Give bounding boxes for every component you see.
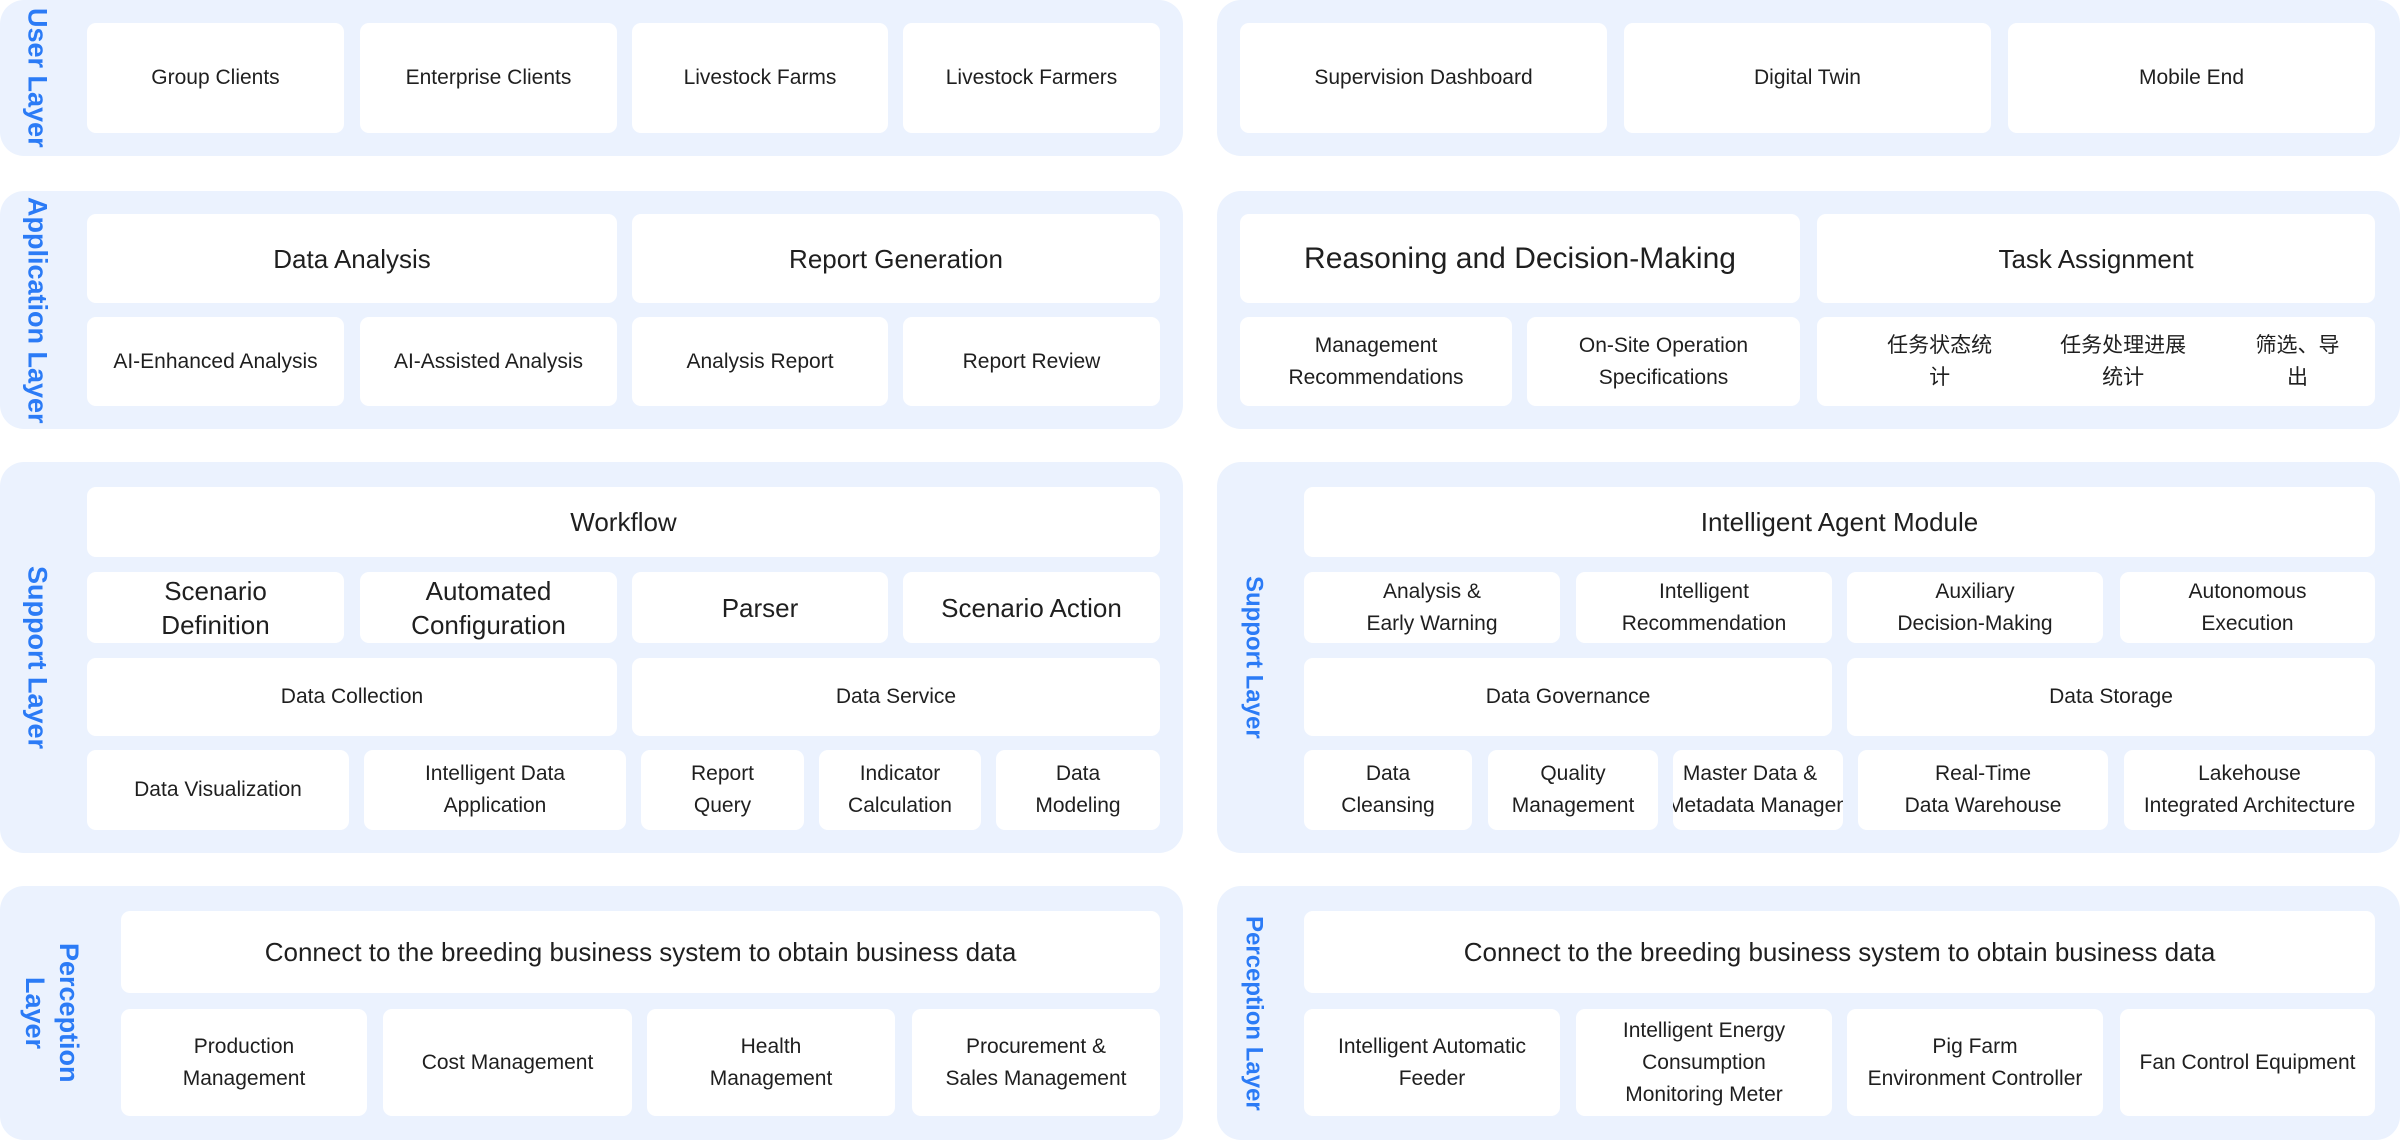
card-autonomous-execution[interactable]: Autonomous Execution (2120, 572, 2375, 643)
card-intelligent-data-application[interactable]: Intelligent Data Application (364, 750, 626, 830)
card-intelligent-automatic-feeder[interactable]: Intelligent Automatic Feeder (1304, 1009, 1560, 1116)
card-digital-twin[interactable]: Digital Twin (1624, 23, 1991, 133)
card-auxiliary-decision-making[interactable]: Auxiliary Decision-Making (1847, 572, 2103, 643)
card-scenario-definition[interactable]: Scenario Definition (87, 572, 344, 643)
card-report-review[interactable]: Report Review (903, 317, 1160, 406)
card-analysis-early-warning[interactable]: Analysis & Early Warning (1304, 572, 1560, 643)
card-supervision-dashboard[interactable]: Supervision Dashboard (1240, 23, 1607, 133)
layer-label-text: Application Layer (22, 196, 53, 424)
card-data-analysis[interactable]: Data Analysis (87, 214, 617, 303)
card-enterprise-clients[interactable]: Enterprise Clients (360, 23, 617, 133)
card-parser[interactable]: Parser (632, 572, 888, 643)
card-mobile-end[interactable]: Mobile End (2008, 23, 2375, 133)
card-livestock-farms[interactable]: Livestock Farms (632, 23, 888, 133)
card-management-recommendations[interactable]: Management Recommendations (1240, 317, 1512, 406)
card-production-management[interactable]: Production Management (121, 1009, 367, 1116)
card-lakehouse-architecture[interactable]: Lakehouse Integrated Architecture (2124, 750, 2375, 830)
layer-label-text: Perception Layer (1240, 915, 1268, 1111)
card-data-storage[interactable]: Data Storage (1847, 658, 2375, 736)
card-quality-management[interactable]: Quality Management (1488, 750, 1658, 830)
card-cost-management[interactable]: Cost Management (383, 1009, 632, 1116)
card-master-metadata-management[interactable]: Master Data & Metadata Management (1673, 750, 1843, 830)
layer-label-text: User Layer (22, 8, 53, 148)
left-support-layer-label: Support Layer (0, 462, 75, 853)
card-connect-breeding-system-right[interactable]: Connect to the breeding business system … (1304, 911, 2375, 993)
card-energy-consumption-meter[interactable]: Intelligent Energy Consumption Monitorin… (1576, 1009, 1832, 1116)
task-status-statistics[interactable]: 任务状态统计 (1887, 333, 1993, 389)
card-report-query[interactable]: Report Query (641, 750, 804, 830)
layer-label-text: Support Layer (22, 565, 53, 750)
card-intelligent-recommendation[interactable]: Intelligent Recommendation (1576, 572, 1832, 643)
card-indicator-calculation[interactable]: Indicator Calculation (819, 750, 981, 830)
card-automated-configuration[interactable]: Automated Configuration (360, 572, 617, 643)
card-text: Master Data & Metadata Management (1673, 762, 1843, 817)
card-on-site-operation-specifications[interactable]: On-Site Operation Specifications (1527, 317, 1800, 406)
card-data-modeling[interactable]: Data Modeling (996, 750, 1160, 830)
card-fan-control-equipment[interactable]: Fan Control Equipment (2120, 1009, 2375, 1116)
left-user-layer-label: User Layer (0, 0, 75, 156)
filter-export[interactable]: 筛选、导出 (2255, 333, 2340, 389)
left-application-layer-label: Application Layer (0, 191, 75, 429)
layer-label-text: Perception Layer (20, 943, 84, 1083)
card-connect-breeding-system[interactable]: Connect to the breeding business system … (121, 911, 1160, 993)
card-task-statistics[interactable]: 任务状态统计 任务处理进展统计 筛选、导出 (1817, 317, 2375, 406)
card-procurement-sales-management[interactable]: Procurement & Sales Management (912, 1009, 1160, 1116)
card-data-cleansing[interactable]: Data Cleansing (1304, 750, 1472, 830)
card-livestock-farmers[interactable]: Livestock Farmers (903, 23, 1160, 133)
card-group-clients[interactable]: Group Clients (87, 23, 344, 133)
card-workflow[interactable]: Workflow (87, 487, 1160, 557)
card-analysis-report[interactable]: Analysis Report (632, 317, 888, 406)
card-data-collection[interactable]: Data Collection (87, 658, 617, 736)
card-ai-assisted-analysis[interactable]: AI-Assisted Analysis (360, 317, 617, 406)
right-support-layer-label: Support Layer (1217, 462, 1290, 853)
card-pig-farm-environment-controller[interactable]: Pig Farm Environment Controller (1847, 1009, 2103, 1116)
right-perception-layer-label: Perception Layer (1217, 886, 1290, 1140)
task-progress-statistics[interactable]: 任务处理进展统计 (2060, 333, 2187, 389)
card-health-management[interactable]: Health Management (647, 1009, 895, 1116)
card-report-generation[interactable]: Report Generation (632, 214, 1160, 303)
layer-label-text: Support Layer (1240, 576, 1268, 739)
card-scenario-action[interactable]: Scenario Action (903, 572, 1160, 643)
card-data-service[interactable]: Data Service (632, 658, 1160, 736)
card-data-visualization[interactable]: Data Visualization (87, 750, 349, 830)
left-perception-layer-label: Perception Layer (0, 886, 104, 1140)
card-real-time-data-warehouse[interactable]: Real-Time Data Warehouse (1858, 750, 2108, 830)
card-reasoning-decision-making[interactable]: Reasoning and Decision-Making (1240, 214, 1800, 303)
card-ai-enhanced-analysis[interactable]: AI-Enhanced Analysis (87, 317, 344, 406)
card-task-assignment[interactable]: Task Assignment (1817, 214, 2375, 303)
card-intelligent-agent-module[interactable]: Intelligent Agent Module (1304, 487, 2375, 557)
card-data-governance[interactable]: Data Governance (1304, 658, 1832, 736)
